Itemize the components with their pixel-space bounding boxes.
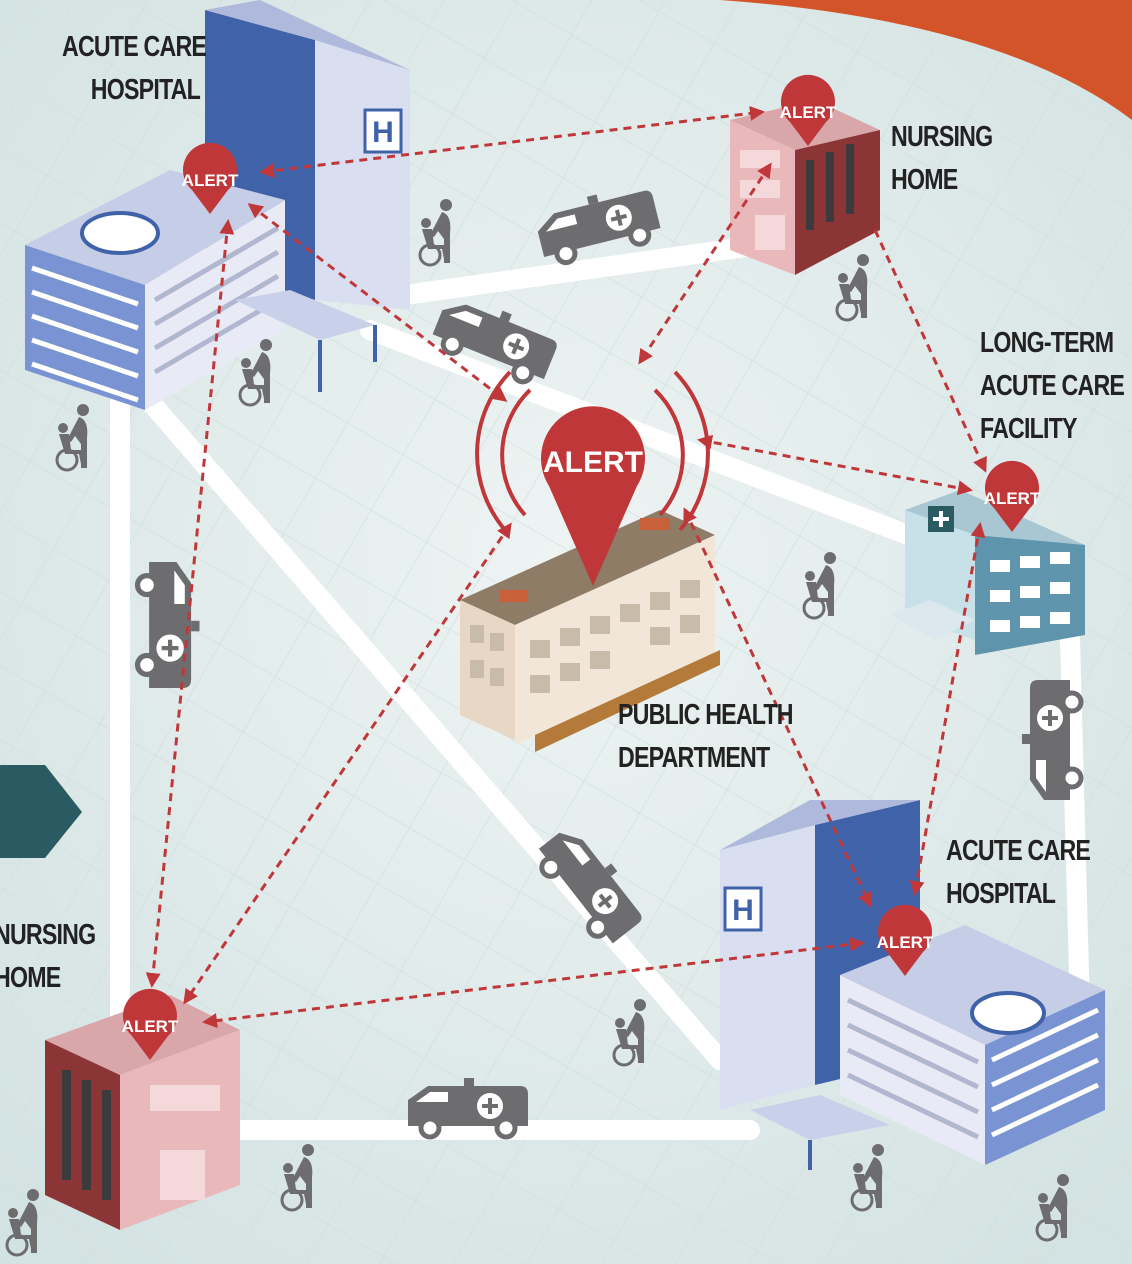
- hospital-h-sign-icon: H: [372, 116, 394, 149]
- alert-signal-rings: [475, 370, 710, 532]
- label-acute-care-hospital-bottom: ACUTE CARE HOSPITAL: [946, 835, 1091, 910]
- label-acute-care-hospital-top: ACUTE CARE HOSPITAL: [62, 31, 207, 106]
- alert-pin-large: ALERT: [541, 406, 645, 586]
- accent-band: [720, 0, 1132, 120]
- chevron-arrow-icon: [0, 765, 82, 858]
- alert-pin-nursing-home-bottom: ALERT: [122, 988, 179, 1060]
- alert-pin-nursing-home-top: ALERT: [780, 74, 837, 146]
- label-nursing-home-bottom: NURSING HOME: [0, 919, 96, 994]
- label-long-term-acute-care-facility: LONG-TERM ACUTE CARE FACILITY: [980, 327, 1125, 445]
- svg-text:ALERT: ALERT: [543, 446, 643, 479]
- alert-arrows: [145, 105, 987, 1029]
- svg-text:ALERT: ALERT: [122, 1017, 179, 1036]
- svg-text:ALERT: ALERT: [780, 103, 837, 122]
- hospital-h-sign-icon: H: [732, 894, 754, 927]
- label-nursing-home-top: NURSING HOME: [891, 121, 993, 196]
- public-health-department: [460, 510, 720, 752]
- alert-pin-acute-care-top: ALERT: [182, 142, 239, 214]
- nursing-home-bottom: [45, 995, 240, 1230]
- svg-text:ALERT: ALERT: [984, 489, 1041, 508]
- alert-pin-acute-care-bottom: ALERT: [877, 904, 934, 976]
- svg-text:ALERT: ALERT: [877, 933, 934, 952]
- alert-pin-ltac: ALERT: [984, 460, 1041, 532]
- svg-text:ALERT: ALERT: [182, 171, 239, 190]
- label-public-health-department: PUBLIC HEALTH DEPARTMENT: [618, 699, 794, 774]
